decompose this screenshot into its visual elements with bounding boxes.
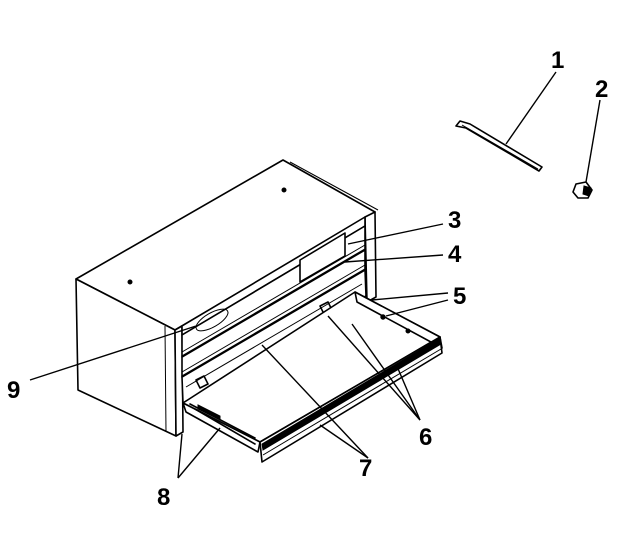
callout-3: 3 [448, 207, 461, 234]
knob-part [572, 181, 593, 199]
callout-8: 8 [157, 484, 170, 511]
callout-6: 6 [419, 424, 432, 451]
callout-7: 7 [359, 455, 372, 482]
callout-labels: 1 2 3 4 5 6 7 8 9 [7, 47, 608, 511]
callout-4: 4 [448, 241, 462, 268]
callout-5: 5 [453, 283, 466, 310]
drawer-opening [181, 269, 367, 404]
callout-9: 9 [7, 377, 20, 404]
chest-body [75, 159, 379, 437]
callout-2: 2 [595, 76, 608, 103]
leader-lines [29, 71, 601, 479]
callout-1: 1 [551, 47, 564, 74]
rod-part [455, 120, 543, 172]
